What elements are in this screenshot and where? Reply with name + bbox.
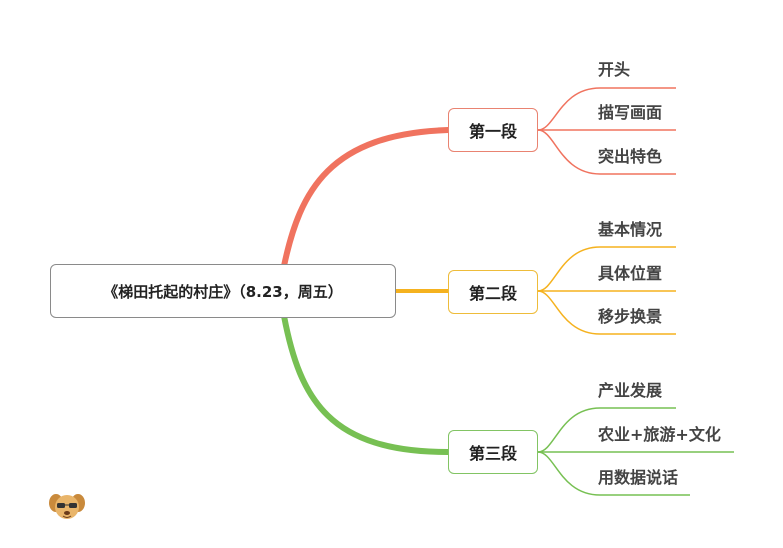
branch-topic-2-label: 第二段 xyxy=(468,284,517,303)
subtopic-2-2[interactable]: 具体位置 xyxy=(598,264,663,283)
branch-topic-3[interactable]: 第三段 xyxy=(448,430,538,474)
subtopic-1-2[interactable]: 描写画面 xyxy=(598,103,663,122)
branch-topic-3-label: 第三段 xyxy=(468,444,517,463)
branch-topic-1[interactable]: 第一段 xyxy=(448,108,538,152)
subtopic-3-3[interactable]: 用数据说话 xyxy=(598,468,679,487)
subtopic-3-2[interactable]: 农业+旅游+文化 xyxy=(598,425,721,444)
connector-branch-3 xyxy=(281,313,451,455)
branch-topic-2[interactable]: 第二段 xyxy=(448,270,538,314)
subtopic-1-3[interactable]: 突出特色 xyxy=(598,147,663,166)
connector-branch-1 xyxy=(281,127,451,269)
subtopic-3-1[interactable]: 产业发展 xyxy=(598,381,663,400)
subtopic-1-1[interactable]: 开头 xyxy=(598,60,631,79)
branch-topic-1-label: 第一段 xyxy=(468,122,517,141)
subtopic-2-1[interactable]: 基本情况 xyxy=(598,220,663,239)
subtopic-2-3[interactable]: 移步换景 xyxy=(598,307,663,326)
root-topic[interactable]: 《梯田托起的村庄》（8.23，周五） xyxy=(50,264,396,318)
cartoon-dog-icon xyxy=(49,494,85,519)
root-topic-label: 《梯田托起的村庄》（8.23，周五） xyxy=(103,282,343,301)
